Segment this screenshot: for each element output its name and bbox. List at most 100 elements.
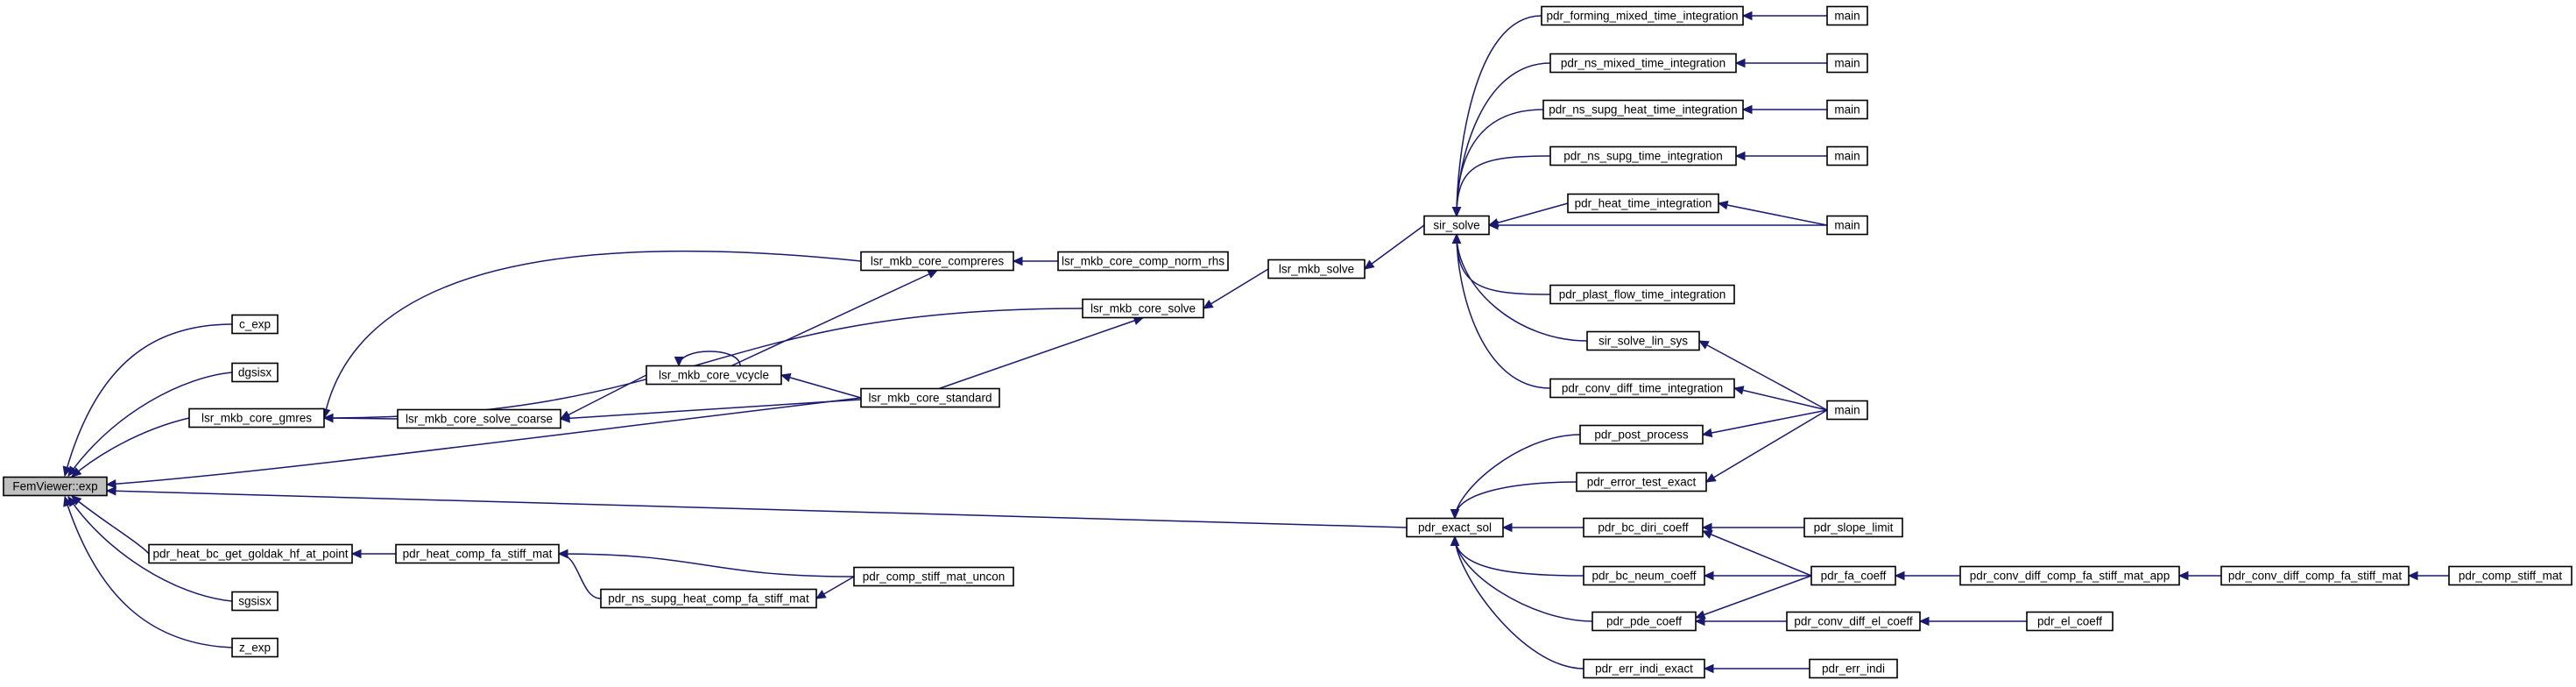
edge-main2-to-ns_mixed-arrowhead	[1734, 58, 1746, 68]
node-comp-norm-rhs[interactable]: lsr_mkb_core_comp_norm_rhs	[1057, 251, 1229, 272]
node-z-exp[interactable]: z_exp	[231, 637, 279, 658]
node-solve-coarse[interactable]: lsr_mkb_core_solve_coarse	[397, 408, 561, 429]
node-box	[2220, 565, 2410, 586]
node-label: pdr_conv_diff_comp_fa_stiff_mat_app	[1970, 570, 2170, 583]
edge-c_exp-to-fem-arrowhead	[62, 465, 72, 478]
node-label: pdr_err_indi_exact	[1595, 662, 1693, 676]
edge-fa_coeff-to-pde_coeff-arrowhead	[1694, 610, 1706, 620]
edge-err_indi_exact-to-exact-sol	[1454, 536, 1584, 669]
node-box	[1267, 259, 1366, 280]
node-slope-limit[interactable]: pdr_slope_limit	[1803, 517, 1903, 538]
node-label: sir_solve	[1433, 219, 1479, 232]
node-heat-goldak[interactable]: pdr_heat_bc_get_goldak_hf_at_point	[148, 543, 353, 564]
node-label: pdr_heat_time_integration	[1575, 197, 1712, 210]
edge-slope_limit-to-bc_diri-arrowhead	[1701, 522, 1712, 533]
node-main6[interactable]: main	[1826, 400, 1868, 421]
edge-err_indi_exact-to-exact-sol-arrowhead	[1450, 535, 1460, 546]
edge-ns_supg_heat_time-to-sir-solve	[1456, 109, 1544, 216]
node-main3[interactable]: main	[1826, 99, 1868, 120]
node-label: pdr_el_coeff	[2037, 615, 2102, 628]
node-bc-neum[interactable]: pdr_bc_neum_coeff	[1583, 565, 1705, 586]
node-error-test[interactable]: pdr_error_test_exact	[1576, 471, 1707, 492]
node-lsr-gmres[interactable]: lsr_mkb_core_gmres	[188, 407, 325, 428]
node-box	[397, 408, 561, 429]
edge-vcycle-self	[678, 351, 741, 366]
node-box	[1576, 471, 1707, 492]
edge-standard-to-fem-arrowhead	[105, 478, 116, 489]
node-main2[interactable]: main	[1826, 53, 1868, 74]
node-main5[interactable]: main	[1826, 215, 1868, 236]
node-core-solve[interactable]: lsr_mkb_core_solve	[1082, 298, 1204, 319]
node-lsr-solve[interactable]: lsr_mkb_solve	[1267, 259, 1366, 280]
node-exact-sol[interactable]: pdr_exact_sol	[1406, 517, 1504, 538]
node-box	[1591, 611, 1697, 632]
node-label: main	[1834, 57, 1860, 70]
node-ns-supg-time[interactable]: pdr_ns_supg_time_integration	[1549, 145, 1737, 166]
edge-conv_diff_app-to-fa_coeff-arrowhead	[1894, 570, 1905, 581]
node-label: lsr_mkb_solve	[1279, 263, 1354, 276]
node-label: pdr_ns_supg_heat_time_integration	[1549, 103, 1737, 117]
node-fem[interactable]: FemViewer::exp	[3, 476, 108, 497]
edge-error_test-to-exact-sol	[1454, 481, 1577, 519]
node-box	[1567, 193, 1719, 214]
edge-comp_stiff_uncon-to-heat_comp_fa	[558, 553, 855, 577]
node-label: sgsisx	[238, 595, 272, 608]
node-label: pdr_conv_diff_time_integration	[1562, 382, 1723, 395]
edge-heat_comp_fa-to-heat_goldak-arrowhead	[350, 549, 362, 559]
node-bc-diri[interactable]: pdr_bc_diri_coeff	[1583, 517, 1704, 538]
node-plast-flow[interactable]: pdr_plast_flow_time_integration	[1549, 284, 1735, 305]
node-standard[interactable]: lsr_mkb_core_standard	[860, 387, 1000, 408]
node-c-exp[interactable]: c_exp	[231, 314, 279, 335]
node-label: sir_solve_lin_sys	[1599, 335, 1688, 348]
node-ns-mixed[interactable]: pdr_ns_mixed_time_integration	[1549, 53, 1737, 74]
node-box	[1583, 658, 1705, 679]
edge-standard-to-vcycle	[780, 374, 862, 399]
node-label: pdr_post_process	[1594, 428, 1689, 442]
node-sgsisx[interactable]: sgsisx	[231, 591, 279, 612]
node-conv-diff-comp[interactable]: pdr_conv_diff_comp_fa_stiff_mat	[2220, 565, 2410, 586]
node-main4[interactable]: main	[1826, 145, 1868, 166]
edge-dgsisx-to-fem-arrowhead	[67, 465, 78, 477]
node-el-coeff[interactable]: pdr_el_coeff	[2026, 611, 2114, 632]
node-comp-stiff[interactable]: pdr_comp_stiff_mat	[2448, 565, 2572, 586]
node-box	[1809, 658, 1898, 679]
edge-solve_coarse-to-lsr_gmres-arrowhead	[322, 413, 334, 423]
node-box	[1549, 53, 1737, 74]
edge-z_exp-to-fem	[64, 496, 233, 648]
node-dgsisx[interactable]: dgsisx	[231, 362, 279, 383]
edge-main1-to-forming-arrowhead	[1741, 11, 1753, 21]
node-ns-supg-heat-comp[interactable]: pdr_ns_supg_heat_comp_fa_stiff_mat	[600, 588, 817, 609]
node-label: pdr_ns_supg_heat_comp_fa_stiff_mat	[608, 592, 809, 606]
node-label: pdr_ns_supg_time_integration	[1563, 150, 1723, 163]
node-main1[interactable]: main	[1826, 5, 1868, 26]
node-conv-diff-time[interactable]: pdr_conv_diff_time_integration	[1549, 378, 1735, 399]
node-err-indi[interactable]: pdr_err_indi	[1809, 658, 1898, 679]
node-box	[188, 407, 325, 428]
node-forming[interactable]: pdr_forming_mixed_time_integration	[1541, 5, 1744, 26]
node-box	[148, 543, 353, 564]
node-box	[1542, 99, 1744, 120]
edge-conv_diff_time-to-sir-solve-arrowhead	[1451, 233, 1462, 244]
node-compreres[interactable]: lsr_mkb_core_compreres	[860, 251, 1014, 272]
node-sir-lin-sys[interactable]: sir_solve_lin_sys	[1586, 330, 1700, 351]
edge-heat_time-to-sir_solve	[1488, 202, 1569, 226]
edge-sir_solve-to-lsr_solve-arrowhead	[1364, 259, 1375, 270]
edge-vcycle-self-arrowhead	[674, 357, 684, 367]
node-post-process[interactable]: pdr_post_process	[1579, 424, 1704, 445]
node-vcycle[interactable]: lsr_mkb_core_vcycle	[646, 365, 782, 386]
edge-solve_coarse-to-lsr_gmres	[323, 417, 399, 420]
node-pde-coeff[interactable]: pdr_pde_coeff	[1591, 611, 1697, 632]
node-comp-stiff-uncon[interactable]: pdr_comp_stiff_mat_uncon	[853, 566, 1014, 587]
node-err-indi-exact[interactable]: pdr_err_indi_exact	[1583, 658, 1705, 679]
edge-forming-to-sir-solve	[1456, 15, 1542, 216]
node-ns-supg-heat-time[interactable]: pdr_ns_supg_heat_time_integration	[1542, 99, 1744, 120]
node-heat-time[interactable]: pdr_heat_time_integration	[1567, 193, 1719, 214]
node-conv-diff-app[interactable]: pdr_conv_diff_comp_fa_stiff_mat_app	[1959, 565, 2180, 586]
node-label: main	[1834, 219, 1860, 232]
node-fa-coeff[interactable]: pdr_fa_coeff	[1810, 565, 1896, 586]
node-label: lsr_mkb_core_solve	[1090, 302, 1196, 315]
node-conv-diff-el[interactable]: pdr_conv_diff_el_coeff	[1786, 611, 1921, 632]
node-heat-comp-fa[interactable]: pdr_heat_comp_fa_stiff_mat	[395, 543, 560, 564]
node-sir-solve[interactable]: sir_solve	[1423, 215, 1490, 236]
node-box	[231, 362, 279, 383]
